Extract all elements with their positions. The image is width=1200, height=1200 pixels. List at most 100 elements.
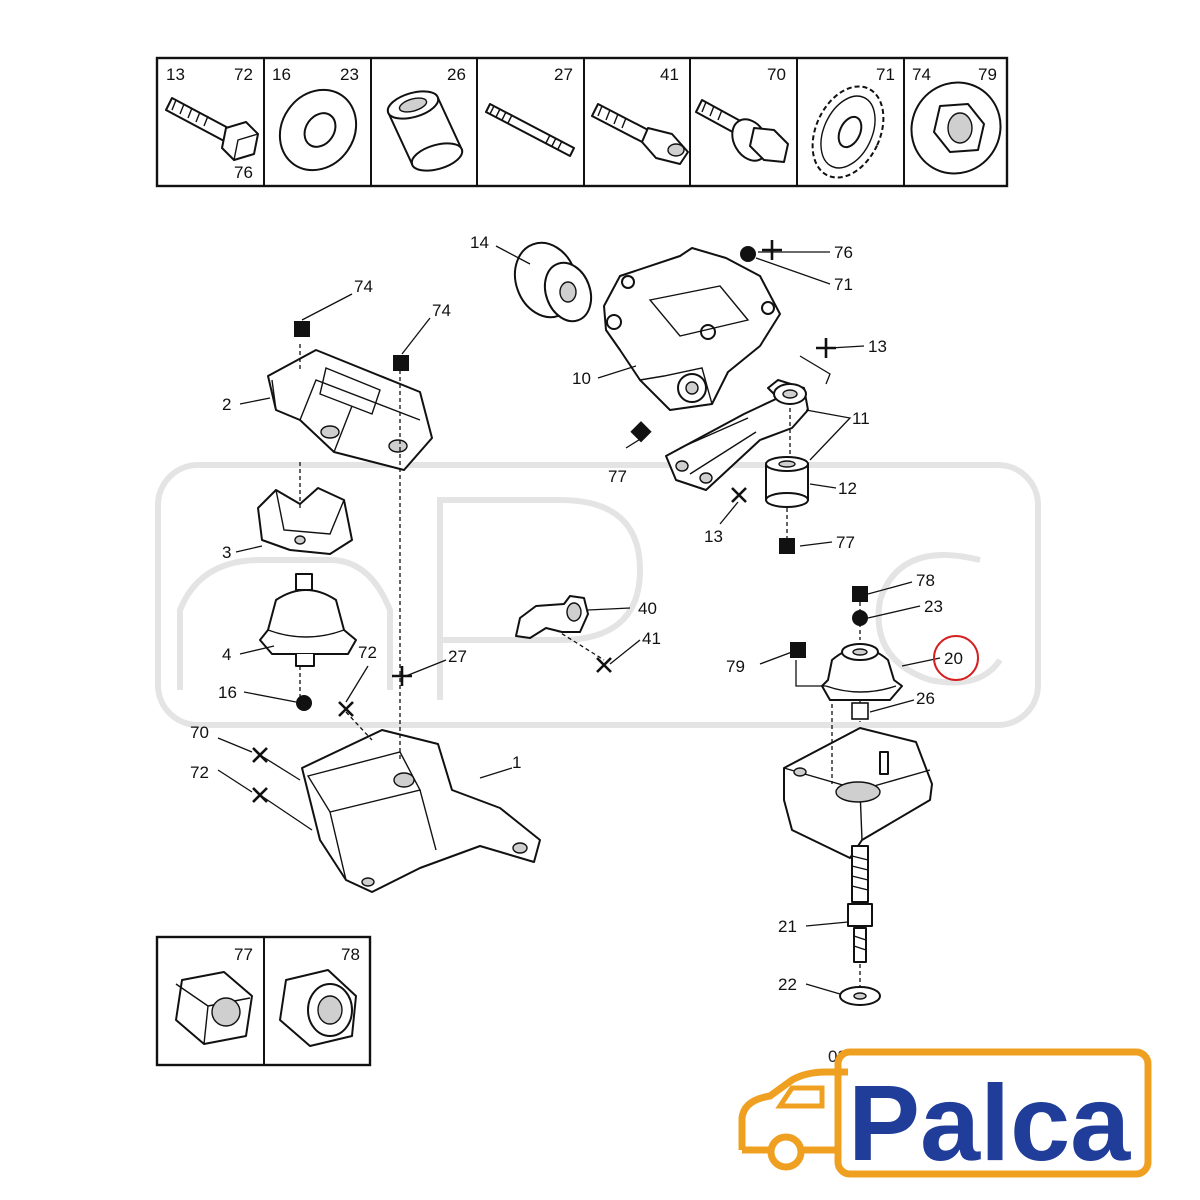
part-11-arm [665,379,809,491]
stud-icon [485,103,575,157]
left-mount-assembly [257,344,541,893]
sleeve-icon [386,90,464,172]
bolt-icon [695,99,789,163]
part-12-bush [765,456,809,508]
square-marker-74b [393,355,409,371]
highlight-circle-20 [933,635,979,681]
square-marker-74a [294,321,310,337]
cross-marker-13b [731,487,747,503]
callout-41: 41 [642,629,661,648]
square-marker-26 [851,702,869,720]
cell-label-78: 78 [341,945,360,964]
square-marker-79 [790,642,806,658]
cell-label-72: 72 [234,65,253,84]
cell-label-16: 16 [272,65,291,84]
callout-78: 78 [916,571,935,590]
callout-11: 11 [852,409,870,428]
cell-label-71: 71 [876,65,895,84]
cell-label-27: 27 [554,65,573,84]
square-marker-78 [852,586,868,602]
nylock-nut-icon [279,969,357,1047]
cell-label-41: 41 [660,65,679,84]
callout-76: 76 [834,243,853,262]
square-marker-77b [779,538,795,554]
table-cell-serrated-washer: 71 [811,65,895,179]
cell-label-77: 77 [234,945,253,964]
cell-label-13: 13 [166,65,185,84]
callout-40: 40 [638,599,657,618]
part-40-bracket [515,595,612,673]
cell-label-76: 76 [234,163,253,182]
callout-1: 1 [512,753,521,772]
table-cell-sleeve: 26 [386,65,466,172]
callout-13b: 13 [704,527,723,546]
callout-79: 79 [726,657,745,676]
part-14-bush [513,241,593,323]
cell-label-23: 23 [340,65,359,84]
part-4-rubber-mount [259,573,357,667]
callout-12: 12 [838,479,857,498]
cell-label-26: 26 [447,65,466,84]
nut-icon [910,81,1002,175]
callout-16: 16 [218,683,237,702]
callout-26: 26 [916,689,935,708]
callout-77b: 77 [836,533,855,552]
cell-label-74: 74 [912,65,931,84]
right-mount-assembly [783,602,933,1006]
watermark [155,462,1041,728]
table-cell-bolt: 13 72 76 [165,65,259,182]
upper-mount-assembly [513,241,831,540]
callout-23: 23 [924,597,943,616]
callout-21: 21 [778,917,797,936]
callout-72a: 72 [358,643,377,662]
nut-icon [175,971,253,1045]
dot-marker-23 [852,610,868,626]
washer-icon [278,88,358,172]
callout-72b: 72 [190,763,209,782]
cell-label-70: 70 [767,65,786,84]
plus-marker-27 [392,666,412,686]
part-22-washer [839,986,881,1006]
part-2-bracket [267,349,433,471]
cell-label-79: 79 [978,65,997,84]
upper-fasteners [630,240,836,554]
callout-71: 71 [834,275,853,294]
brand-logo: Palca [738,1048,1152,1183]
callout-4: 4 [222,645,231,664]
plus-marker-76 [762,240,782,260]
callout-74a: 74 [354,277,373,296]
part-10-bracket [603,247,781,411]
callout-labels: 74 74 2 3 4 16 72 27 70 72 1 14 76 71 10… [190,233,979,994]
callout-74b: 74 [432,301,451,320]
brand-name: Palca [848,1062,1131,1183]
table-cell-flange-bolt: 70 [695,65,789,163]
callout-20: 20 [944,649,963,668]
bolt-icon [165,97,259,161]
leader-lines [217,245,941,995]
callout-2: 2 [222,395,231,414]
cross-marker-72a [338,701,354,717]
callout-22: 22 [778,975,797,994]
square-marker-77a [630,421,652,443]
bottom-parts-table: 77 78 [155,935,372,1067]
table-cell-socket-bolt: 41 [591,65,689,165]
callout-14: 14 [470,233,489,252]
washer-icon [811,85,885,179]
car-logo-icon [738,1068,848,1171]
callout-77a: 77 [608,467,627,486]
callout-70: 70 [190,723,209,742]
callout-3: 3 [222,543,231,562]
part-3-clip [257,487,353,555]
part-mount-seat [783,727,933,859]
part-20-rubber-mount [821,643,903,701]
right-fasteners [790,586,869,720]
top-parts-table: 13 72 76 16 23 26 [155,56,1009,188]
part-1-bracket [301,729,541,893]
cross-marker-41 [596,657,612,673]
callout-27: 27 [448,647,467,666]
callout-10: 10 [572,369,591,388]
table-cell-flange-nut: 74 79 [910,65,1002,175]
callout-13a: 13 [868,337,887,356]
left-fasteners [252,321,412,803]
